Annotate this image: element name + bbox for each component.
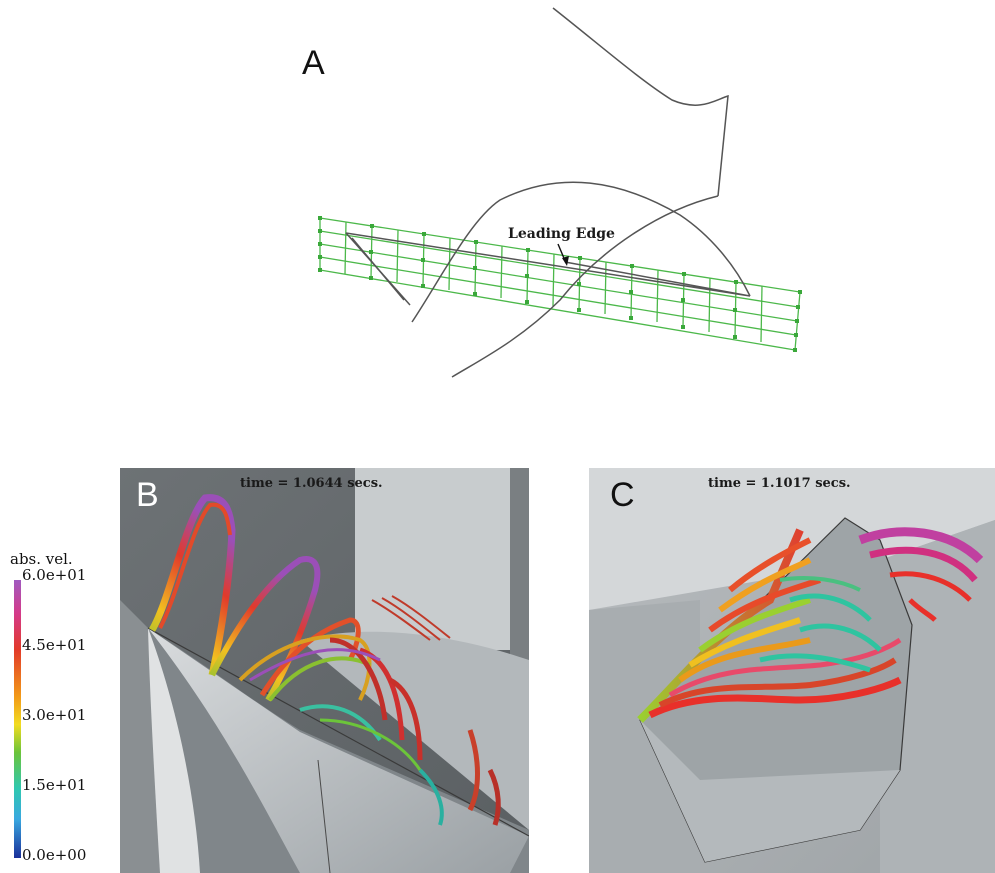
panel-c-label: C	[610, 476, 635, 514]
colorbar-tick-15: 1.5e+01	[22, 776, 87, 794]
leading-edge-arrowhead	[562, 256, 569, 266]
panel-c-render	[589, 468, 995, 873]
panel-a-label: A	[302, 44, 325, 82]
colorbar-tick-45: 4.5e+01	[22, 636, 87, 654]
colorbar-tick-max: 6.0e+01	[22, 566, 87, 584]
mesh-nodes	[318, 216, 802, 352]
panel-c-time: time = 1.1017 secs.	[708, 476, 851, 491]
colorbar-title: abs. vel.	[10, 550, 73, 568]
leading-edge-label: Leading Edge	[508, 226, 615, 242]
panel-b-render	[120, 468, 529, 873]
colorbar-tick-min: 0.0e+00	[22, 846, 87, 864]
colorbar-tick-30: 3.0e+01	[22, 706, 87, 724]
blade-outline	[345, 7, 751, 378]
panel-b-label: B	[136, 476, 159, 514]
colorbar-gradient	[14, 580, 21, 858]
panel-b-time: time = 1.0644 secs.	[240, 476, 383, 491]
